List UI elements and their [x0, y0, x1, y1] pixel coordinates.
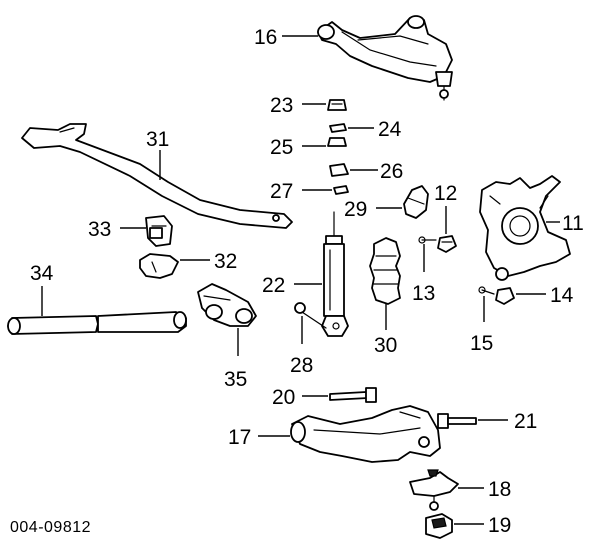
label-13: 13: [412, 282, 435, 305]
jounce-bumper-part-29[interactable]: [403, 185, 429, 219]
ball-joint-part-18[interactable]: [409, 469, 459, 511]
label-23: 23: [270, 94, 293, 117]
bolt-part-28[interactable]: [294, 302, 327, 329]
shock-absorber-part-22[interactable]: [321, 211, 349, 337]
label-24: 24: [378, 118, 402, 141]
grommet-part-26[interactable]: [329, 163, 349, 177]
bushing-clamp-part-33[interactable]: [145, 215, 173, 247]
label-21: 21: [514, 410, 537, 433]
lower-control-arm-part-17[interactable]: [290, 405, 441, 463]
washer-part-24[interactable]: [329, 123, 347, 133]
stabilizer-bushing-part-32[interactable]: [139, 253, 179, 279]
bolt-part-21[interactable]: [437, 413, 477, 429]
cotter-pin-part-13[interactable]: [418, 236, 437, 244]
label-20: 20: [272, 386, 295, 409]
nut-part-14[interactable]: [495, 287, 515, 305]
adjuster-part-35[interactable]: [197, 283, 257, 327]
cotter-pin-part-15[interactable]: [478, 286, 495, 295]
torsion-bar-part-34[interactable]: [7, 311, 187, 335]
label-28: 28: [290, 354, 313, 377]
upper-control-arm-part-16[interactable]: [317, 15, 453, 101]
label-34: 34: [30, 262, 54, 285]
label-31: 31: [146, 128, 169, 151]
steering-knuckle-part-11[interactable]: [479, 175, 571, 281]
diagram-code: 004-09812: [10, 519, 91, 536]
dust-boot-part-30[interactable]: [369, 237, 401, 305]
label-14: 14: [550, 284, 574, 307]
boot-part-19[interactable]: [425, 513, 453, 539]
label-27: 27: [270, 180, 293, 203]
label-22: 22: [262, 274, 285, 297]
label-17: 17: [228, 426, 251, 449]
label-18: 18: [488, 478, 511, 501]
bolt-part-20[interactable]: [329, 387, 377, 403]
label-29: 29: [344, 198, 367, 221]
label-32: 32: [214, 250, 237, 273]
label-35: 35: [224, 368, 247, 391]
label-26: 26: [380, 160, 403, 183]
label-15: 15: [470, 332, 493, 355]
grommet-part-25[interactable]: [327, 137, 347, 147]
nut-part-12[interactable]: [437, 235, 457, 253]
label-25: 25: [270, 136, 293, 159]
label-16: 16: [254, 26, 277, 49]
label-19: 19: [488, 514, 511, 537]
grommet-part-23[interactable]: [327, 99, 347, 111]
label-11: 11: [562, 212, 584, 235]
label-33: 33: [88, 218, 111, 241]
label-30: 30: [374, 334, 397, 357]
label-12: 12: [434, 182, 457, 205]
stabilizer-bar-part-31[interactable]: [21, 123, 293, 229]
washer-part-27[interactable]: [333, 185, 349, 195]
